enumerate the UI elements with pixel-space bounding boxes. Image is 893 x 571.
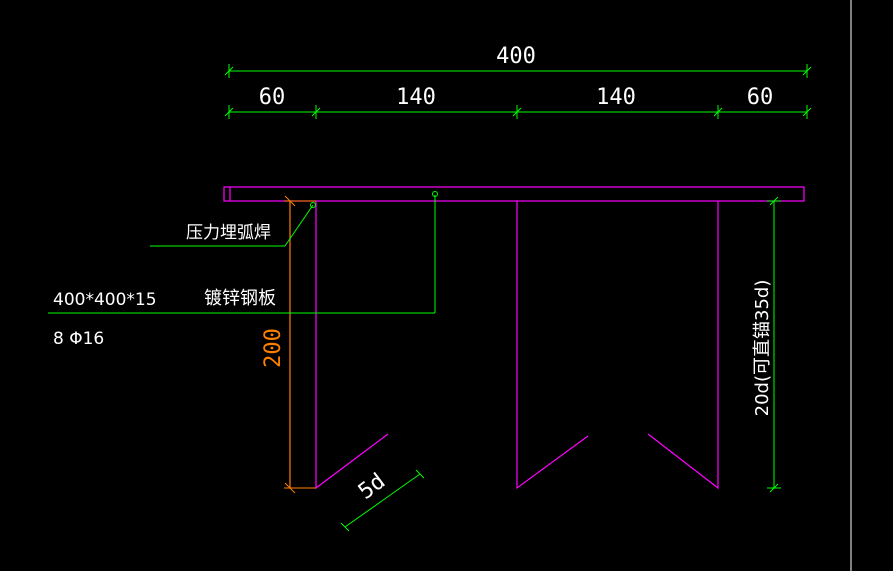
dimension-anchor-length: 200 <box>261 195 316 494</box>
dimension-right-label: 20d(可直锚35d) <box>752 280 773 417</box>
dimension-total-label: 400 <box>496 44 536 69</box>
rebar-label: 8 Φ16 <box>53 329 104 349</box>
dimension-seg-3: 140 <box>596 85 636 110</box>
plate-size-label: 400*400*15 <box>53 290 157 310</box>
steel-plate <box>223 186 805 202</box>
dimension-seg-4: 60 <box>747 85 774 110</box>
dimension-hook: 5d <box>340 469 425 532</box>
plate-name-label: 镀锌钢板 <box>204 288 276 309</box>
dimension-seg-1: 60 <box>259 85 286 110</box>
dimension-anchor-label: 200 <box>261 328 286 368</box>
dimension-total: 400 <box>224 44 812 78</box>
plate-leader: 400*400*15 镀锌钢板 8 Φ16 <box>48 191 438 349</box>
weld-label: 压力埋弧焊 <box>186 223 271 243</box>
dimension-segments: 60 140 140 60 <box>224 85 812 119</box>
weld-leader: 压力埋弧焊 <box>150 202 316 247</box>
dimension-seg-2: 140 <box>396 85 436 110</box>
anchor-bars <box>315 201 719 490</box>
dimension-right: 20d(可直锚35d) <box>752 196 781 493</box>
